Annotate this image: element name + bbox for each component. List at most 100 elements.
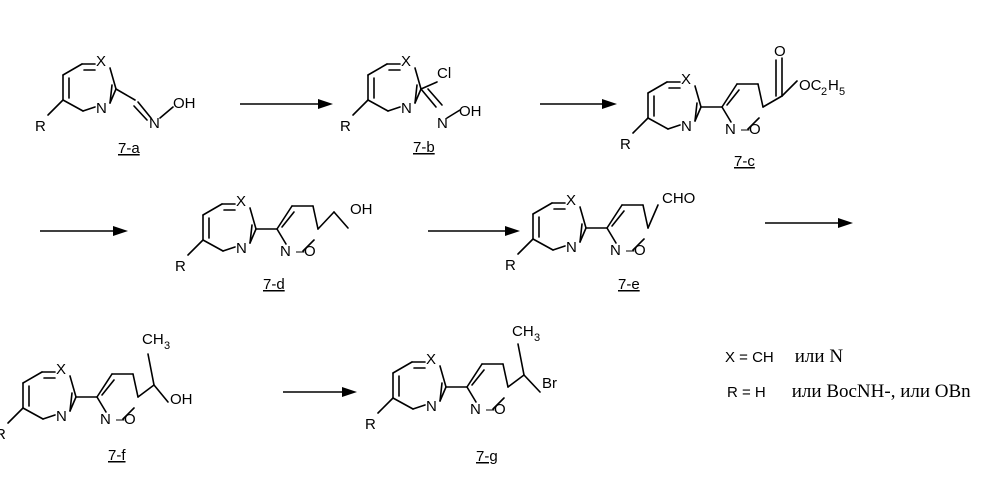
compound-7-f: XNRN–OCH3OH7-f — [0, 331, 193, 464]
c-n-double-bond — [421, 89, 436, 107]
atom-oc: OC — [799, 77, 822, 94]
subscript-2: 2 — [821, 86, 827, 98]
atom-o: O — [304, 243, 316, 260]
ring-bond — [110, 68, 116, 89]
atom-n: N — [470, 401, 481, 418]
ring-bond — [203, 204, 222, 215]
atom-r: R — [175, 258, 186, 275]
ring-bond — [722, 107, 731, 122]
atom-h: H — [828, 77, 839, 94]
ch2-oh-bond — [334, 212, 348, 228]
substituent-legend: X = CH или NR = H или BocNH-, или OBn — [725, 346, 971, 402]
compound-label: 7-e — [618, 276, 640, 293]
ring-bond — [607, 228, 616, 243]
ring-bond — [83, 107, 95, 111]
atom-x: X — [681, 71, 691, 88]
atom-ch: CH — [142, 331, 164, 348]
atom-r: R — [505, 257, 516, 274]
ring-bond — [43, 415, 55, 419]
ring-bond — [580, 207, 586, 228]
atom-o: O — [634, 242, 646, 259]
atom-cl: Cl — [437, 65, 451, 82]
ring-bond — [23, 408, 43, 419]
ring-bond — [393, 362, 412, 373]
ring-bond — [313, 206, 318, 229]
compound-7-a: XNRNOH7-a — [35, 53, 196, 157]
legend-x-prefix: X = CH — [725, 349, 774, 366]
ring-bond — [668, 125, 680, 129]
r-bond — [378, 398, 393, 413]
ring-bond — [393, 398, 413, 409]
r-bond — [8, 408, 23, 423]
ring-bond — [440, 366, 446, 387]
ring-bond — [63, 64, 82, 75]
arrow-7f-7g — [283, 387, 357, 397]
ring-bond — [413, 405, 425, 409]
atom-r: R — [0, 426, 6, 443]
c-ch2-bond — [318, 212, 334, 229]
c-ch-bond — [508, 375, 524, 387]
atom-n: N — [426, 398, 437, 415]
compound-7-b: XNRClNOH7-b — [340, 53, 482, 156]
ring-bond — [23, 372, 42, 383]
atom-x: X — [426, 351, 436, 368]
atom-x: X — [401, 53, 411, 70]
atom-n: N — [401, 100, 412, 117]
atom-cho: CHO — [662, 190, 695, 207]
atom-ch: CH — [512, 323, 534, 340]
ring-bond — [648, 82, 667, 93]
compound-label: 7-f — [108, 447, 126, 464]
atom-o: O — [124, 411, 136, 428]
ring-bond — [553, 246, 565, 250]
ring-bond — [758, 84, 763, 107]
r-bond — [188, 240, 203, 255]
ring-bond — [133, 374, 138, 397]
r-bond — [633, 118, 648, 133]
atom-r: R — [35, 118, 46, 135]
compound-label: 7-c — [734, 153, 755, 170]
ring-bond — [503, 364, 508, 387]
atom-r: R — [620, 136, 631, 153]
arrow-7b-7c — [540, 99, 617, 109]
ring-bond — [533, 239, 553, 250]
ring-bond — [415, 68, 421, 89]
atom-oh: OH — [173, 95, 196, 112]
c-cho-bond — [648, 205, 658, 228]
ring-bond — [277, 229, 286, 244]
subscript-5: 5 — [839, 86, 845, 98]
atom-n: N — [236, 240, 247, 257]
compound-7-c: XNRN–OOOC2H57-c — [620, 43, 845, 170]
compound-label: 7-d — [263, 276, 285, 293]
c-n-double-bond — [134, 106, 147, 120]
atom-n: N — [96, 100, 107, 117]
atom-oh: OH — [350, 201, 373, 218]
atom-r: R — [365, 416, 376, 433]
c-n-double-bond — [428, 89, 442, 105]
atom-n: N — [681, 118, 692, 135]
c-ch-bond — [138, 385, 154, 397]
ch-ch3-bond — [148, 354, 154, 385]
compound-7-g: XNRN–OCH3Br7-g — [365, 323, 557, 465]
atom-n: N — [566, 239, 577, 256]
c-cl-bond — [421, 82, 437, 89]
atom-o: O — [749, 121, 761, 138]
ring-bond — [97, 397, 106, 412]
ring-bond — [70, 376, 76, 397]
ch-br-bond — [524, 375, 540, 392]
arrow-7d-7e — [428, 226, 520, 236]
arrow-7e-7f — [765, 218, 853, 228]
atom-n: N — [725, 121, 736, 138]
ring-bond — [643, 205, 648, 228]
ring-bond — [695, 86, 701, 107]
atom-r: R — [340, 118, 351, 135]
ring-bond — [467, 387, 476, 402]
atom-o: O — [774, 43, 786, 60]
atom-oh: OH — [170, 391, 193, 408]
ring-bond — [203, 240, 223, 251]
compound-7-d: XNRN–OOH7-d — [175, 193, 373, 293]
atom-x: X — [566, 192, 576, 209]
ring-bond — [368, 64, 387, 75]
atom-x: X — [96, 53, 106, 70]
c-oxime-bond — [116, 89, 135, 100]
